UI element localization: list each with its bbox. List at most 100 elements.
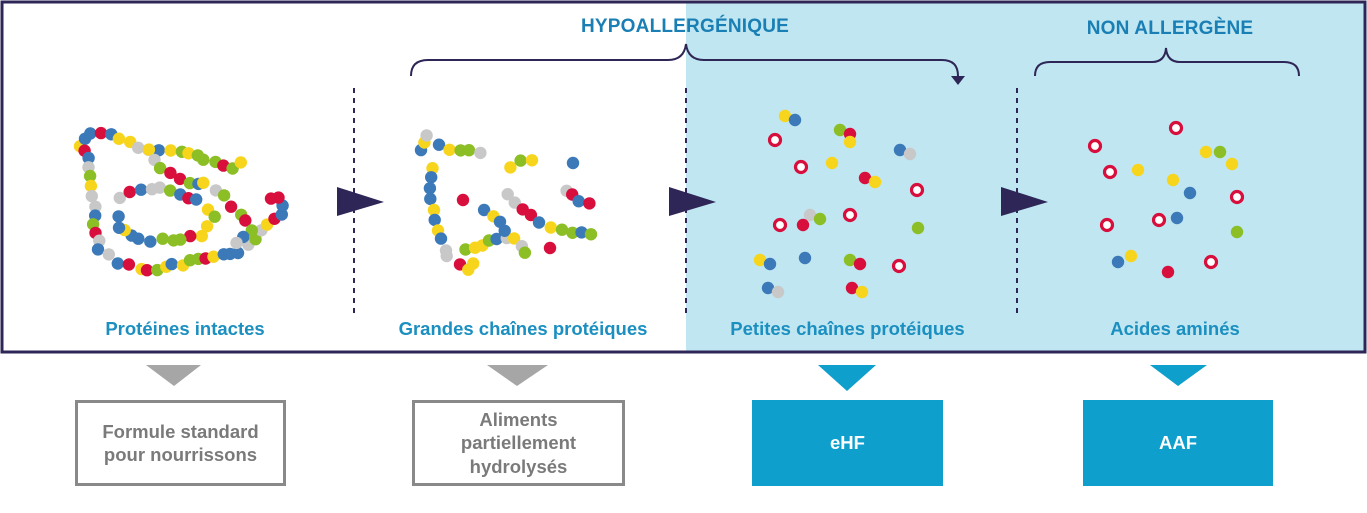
down-arrow-4 xyxy=(1150,365,1207,386)
protein-dot xyxy=(85,189,99,203)
protein-dot xyxy=(91,243,105,256)
chain-dot xyxy=(575,226,588,239)
non-allergenic-bracket xyxy=(1034,47,1300,77)
protein-dot xyxy=(153,181,166,194)
protein-dot xyxy=(264,192,278,205)
chain-dot xyxy=(490,232,503,246)
peptide-dot xyxy=(911,221,925,235)
protein-dot xyxy=(122,258,136,271)
amino-acid-ring xyxy=(1151,212,1167,228)
chain-dot xyxy=(555,223,569,236)
peptide-dot xyxy=(803,208,817,222)
box-standard-formula-line2: pour nourrissons xyxy=(103,444,258,465)
chain-dot xyxy=(525,154,539,167)
protein-dot xyxy=(112,132,126,145)
protein-dot xyxy=(83,169,97,183)
protein-dot xyxy=(167,234,180,247)
peptide-dot xyxy=(763,257,777,271)
box-partially-hydrolyzed-line1: Aliments xyxy=(479,409,558,431)
peptide-dot xyxy=(903,147,917,161)
non-allergenic-title: NON ALLERGÈNE xyxy=(1086,18,1254,39)
amino-acid-ring xyxy=(1099,217,1115,233)
protein-dot xyxy=(134,183,148,196)
peptide-dot xyxy=(858,171,872,185)
peptide-dot xyxy=(778,109,792,123)
peptide-dot xyxy=(855,285,869,299)
protein-dot xyxy=(200,220,214,233)
amino-acid-ring xyxy=(1102,164,1118,180)
stage-arrow-3 xyxy=(1001,187,1048,216)
protein-dot xyxy=(132,141,145,154)
chain-dot xyxy=(572,195,585,208)
hypoallergenic-bracket xyxy=(410,43,959,77)
box-standard-formula: Formule standard pour nourrissons xyxy=(75,400,286,486)
amino-acid-dot xyxy=(1213,145,1227,159)
protein-dot xyxy=(89,200,102,213)
amino-acid-dot xyxy=(1161,265,1175,279)
peptide-ring xyxy=(793,159,809,175)
chain-dot xyxy=(507,232,521,245)
chain-dot xyxy=(566,156,580,170)
box-partially-hydrolyzed-line2: partiellement xyxy=(460,432,577,454)
chain-dot xyxy=(544,221,557,234)
chain-dot xyxy=(420,129,433,142)
chain-dot xyxy=(440,249,453,263)
peptide-dot xyxy=(761,281,775,295)
protein-dot xyxy=(142,143,156,156)
amino-acid-dot xyxy=(1166,173,1180,187)
protein-dot xyxy=(153,161,167,175)
peptide-dot xyxy=(813,212,827,226)
protein-dot xyxy=(208,210,221,223)
protein-dot xyxy=(184,229,197,243)
peptide-ring xyxy=(772,217,788,233)
amino-acid-ring xyxy=(1087,138,1103,154)
box-aaf-label: AAF xyxy=(1158,432,1198,454)
protein-dot xyxy=(239,214,252,227)
chain-dot xyxy=(474,146,487,160)
peptide-ring xyxy=(909,182,925,198)
peptide-dot xyxy=(843,253,857,267)
protein-dot xyxy=(84,179,98,193)
chain-dot xyxy=(424,192,437,206)
down-arrow-3 xyxy=(818,365,876,391)
chain-dot xyxy=(467,257,480,270)
diagram-frame xyxy=(0,0,1367,354)
chain-dot xyxy=(462,144,476,157)
box-partially-hydrolyzed: Aliments partiellement hydrolysés xyxy=(412,400,625,486)
peptide-dot xyxy=(893,143,907,157)
chain-dot xyxy=(514,154,527,167)
box-ehf: eHF xyxy=(752,400,943,486)
peptide-ring xyxy=(891,258,907,274)
peptide-dot xyxy=(845,281,859,295)
chain-dot xyxy=(498,224,511,237)
amino-acid-dot xyxy=(1199,145,1213,159)
peptide-dot xyxy=(771,285,785,299)
peptide-dot xyxy=(753,253,767,267)
peptide-dot xyxy=(788,113,802,127)
protein-dot xyxy=(195,229,208,243)
amino-acid-ring xyxy=(1229,189,1245,205)
down-arrow-2 xyxy=(487,365,548,386)
chain-dot xyxy=(443,143,456,156)
protein-dot xyxy=(152,144,165,157)
amino-acid-dot xyxy=(1111,255,1125,269)
amino-acid-dot xyxy=(1124,249,1138,263)
box-standard-formula-line1: Formule standard xyxy=(102,420,259,442)
peptide-dot xyxy=(843,135,857,149)
protein-dot xyxy=(197,153,210,166)
protein-dot xyxy=(94,126,108,140)
hypoallergenic-title: HYPOALLERGÉNIQUE xyxy=(581,16,789,37)
protein-dot xyxy=(164,144,177,157)
protein-dot xyxy=(165,257,178,271)
peptide-dot xyxy=(825,156,839,170)
protein-dot xyxy=(190,193,203,206)
chain-dot xyxy=(543,241,557,255)
protein-dot xyxy=(112,221,126,234)
peptide-ring xyxy=(767,132,783,148)
chain-dot xyxy=(426,162,439,175)
stage-label-large-chains: Grandes chaînes protéiques xyxy=(398,318,648,339)
protein-dot xyxy=(230,236,243,250)
chain-dot xyxy=(459,243,472,256)
protein-dot xyxy=(217,189,231,202)
